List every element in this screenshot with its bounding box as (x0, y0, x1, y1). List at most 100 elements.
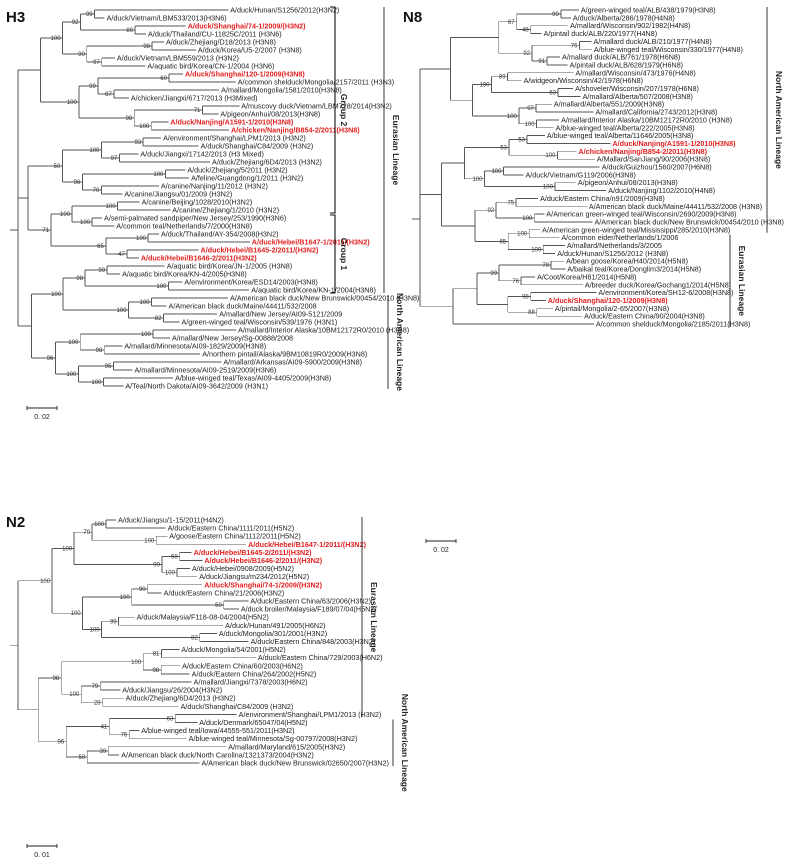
bootstrap-value: 92 (523, 51, 530, 57)
leaf-label: A/American black duck/New Brunswick/0265… (202, 759, 389, 768)
lineage-label: North American Lineage (774, 71, 784, 169)
bootstrap-value: 97 (111, 156, 118, 162)
bootstrap-value: 100 (141, 332, 152, 338)
leaf-label: A/duck/Hunan/491/2005(H6N2) (225, 621, 325, 630)
bootstrap-value: 87 (105, 92, 112, 98)
bootstrap-value: 100 (517, 232, 528, 238)
leaf-label: A/goose/Eastern China/1112/2011(H5N2) (169, 532, 300, 541)
bootstrap-value: 100 (156, 284, 167, 290)
bootstrap-value: 82 (155, 316, 162, 322)
leaf-label: A/aquatic bird/Korea/JN-1/2005 (H3N8) (167, 262, 292, 271)
leaf-label: A/shoveler/Wisconsin/207/1978(H6N8) (575, 84, 699, 93)
leaf-label: A/pigeon/Anhui/08/2013(H3N8) (578, 178, 678, 187)
leaf-label-highlighted: A/duck/Shanghai/120-1/2009(H3N8) (548, 296, 668, 305)
leaf-labels: A/duck/Hunan/S1256/2012(H3N2)A/duck/Viet… (104, 6, 419, 391)
leaf-label: A/mallard/Jiangxi/7378/2003(H6N2) (194, 678, 308, 687)
leaf-label: A/American green-winged teal/Wisconsin/2… (546, 210, 736, 219)
bootstrap-value: 100 (62, 546, 73, 552)
bootstrap-value: 100 (51, 36, 62, 42)
leaf-label: A/duck/Jiangsu/1-15/2011(H4N2) (118, 516, 224, 525)
leaf-label: A/duck/Eastern China/n91/2009(H3N8) (540, 194, 665, 203)
panel-title: N8 (403, 9, 422, 26)
bootstrap-value: 81 (153, 652, 160, 658)
bootstrap-value: 39 (100, 749, 107, 755)
leaf-label: A/green-winged teal/Wisconsin/539/1976 (… (181, 318, 337, 327)
bootstrap-value: 100 (94, 522, 105, 528)
leaf-label: A/American green-winged teal/Mississippi… (542, 225, 730, 234)
bootstrap-value: 76 (512, 279, 519, 285)
tree-branches (412, 9, 611, 325)
bootstrap-value: 100 (69, 692, 80, 698)
bootstrap-value: 97 (93, 60, 100, 66)
scale-bar-label: 0. 02 (433, 547, 449, 554)
bootstrap-value: 79 (92, 684, 99, 690)
bootstrap-value: 91 (538, 59, 545, 65)
leaf-label: A/duck/Zhejiang/6D4/2013 (H3N2) (126, 694, 236, 703)
bootstrap-value: 60 (160, 76, 167, 82)
leaf-label: A/mallard/New Jersey/Sg-00888/2008 (172, 334, 293, 343)
bootstrap-value: 71 (194, 108, 201, 114)
bootstrap-value: 68 (171, 554, 178, 560)
bootstrap-values: 9980989760877110093971007010010010047991… (42, 12, 201, 386)
bootstrap-value: 70 (93, 188, 100, 194)
bootstrap-value: 28 (94, 700, 101, 706)
bootstrap-value: 96 (74, 180, 81, 186)
bootstrap-value: 100 (507, 114, 518, 120)
bootstrap-value: 65 (499, 240, 506, 246)
bootstrap-value: 80 (126, 28, 133, 34)
leaf-label: A/duck/Thailand/CU-11825C/2011 (H3N6) (148, 30, 282, 39)
leaf-label-highlighted: A/duck/Hebei/B1647-1/2011/(H3N2) (252, 238, 370, 247)
leaf-label: A/mallard/Wisconsin/902/1982(H4N8) (570, 21, 690, 30)
leaf-label: A/duck/Mongolia/54/2001(H5N2) (181, 645, 285, 654)
leaf-label: A/mallard duck/ALB/761/1978(H6N8) (562, 53, 680, 62)
leaf-label: A/duck/Jiangsu/26/2004(H3N2) (122, 686, 222, 695)
bootstrap-value: 71 (42, 228, 49, 234)
bootstrap-value: 100 (144, 538, 155, 544)
leaf-label: A/American black duck/New Brunswick/0045… (230, 294, 419, 303)
bootstrap-value: 93 (134, 140, 141, 146)
leaf-label: A/environment/Korea/SH12-6/2008(H3N8) (598, 288, 733, 297)
leaf-label: A/duck/Thailand/AY-354/2008(H3N2) (161, 230, 278, 239)
leaf-label: A/duck/Jiangsu/m234/2012(H5N2) (199, 572, 309, 581)
bootstrap-value: 99 (110, 619, 117, 625)
leaf-label: A/duck/Eastern China/90/2004(H3N8) (584, 312, 705, 321)
leaf-label: A/duck/Mongolia/301/2001(H3N2) (219, 629, 327, 638)
leaf-label: A/American black duck/Maine/44411/532/20… (589, 202, 762, 211)
leaf-label: A/duck/Eastern China/264/2002(H5N2) (192, 669, 317, 678)
leaf-label: A/mallard/Netherlands/3/2005 (567, 241, 662, 250)
leaf-label: A/American black duck/New Brunswick/0045… (594, 217, 783, 226)
leaf-label: A/Coot/Korea/H81/2014(H5N8) (537, 272, 636, 281)
leaf-label: A/baikal teal/Korea/Donglim3/2014(H5N8) (567, 265, 701, 274)
leaf-label: A/American black duck/Maine/44411/532/20… (169, 302, 317, 311)
leaf-label-highlighted: A/duck/Hebei/B1645-2/2011/(H3N2) (194, 548, 312, 557)
leaf-label: A/mallard/California/2743/2012(H3N8) (596, 108, 718, 117)
lineage-label: North American Lineage (395, 293, 405, 391)
leaf-label: A/duck/Alberta/286/1978(H4N8) (573, 13, 675, 22)
leaf-label: A/duck/Shanghai/C84/2009 (H3N2) (201, 142, 314, 151)
bootstrap-value: 100 (136, 236, 147, 242)
leaf-label: A/duck/Hebei/0908/2009(H5N2) (192, 564, 294, 573)
bootstrap-value: 98 (96, 348, 103, 354)
leaf-label-highlighted: A/duck/Hebei/B1647-1/2011/(H3N2) (248, 540, 366, 549)
leaf-label: A/duck/Eastern China/63/2006(H3N2) (250, 597, 371, 606)
bootstrap-value: 100 (40, 579, 51, 585)
bootstrap-value: 90 (139, 587, 146, 593)
leaf-label: A/mallard/Wisconsin/473/1976(H4N8) (575, 68, 695, 77)
bootstrap-value: 75 (507, 200, 514, 206)
leaf-label: A/duck/Eastern China/729/2003(H6N2) (258, 653, 383, 662)
bootstrap-value: 100 (522, 216, 533, 222)
bootstrap-value: 99 (153, 563, 160, 569)
leaf-label: A/duck/Denmark/65047/04(H5N2) (199, 718, 307, 727)
bootstrap-value: 82 (191, 635, 198, 641)
bootstrap-value: 100 (131, 660, 142, 666)
bootstrap-value: 100 (60, 212, 71, 218)
bootstrap-value: 100 (89, 148, 100, 154)
bootstrap-value: 89 (499, 75, 506, 81)
leaf-label: A/common teal/Netherlands/7/2000(H3N8) (116, 222, 252, 231)
leaf-label: A/mallard/Minnesota/AI09-2519/2009(H3N6) (134, 366, 276, 375)
bootstrap-value: 67 (508, 20, 515, 26)
bootstrap-value: 100 (80, 220, 91, 226)
bootstrap-value: 98 (53, 676, 60, 682)
